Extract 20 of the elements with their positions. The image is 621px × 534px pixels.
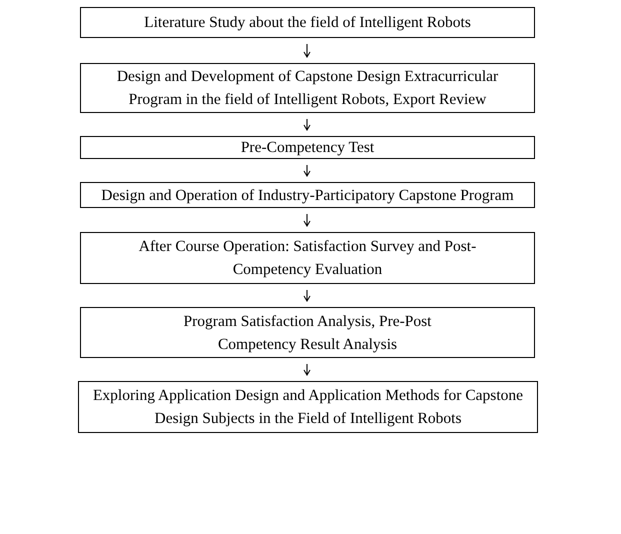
arrow (304, 290, 310, 302)
step-text: Exploring Application Design and Application Methods for Capstone Design Subjects in the Field of Intelligent Robots (92, 386, 524, 429)
step-text: After Course Operation: Satisfaction Survey and Post-Competency Evaluation (138, 237, 478, 280)
process-box (80, 307, 535, 358)
process-box (80, 7, 535, 38)
arrow (304, 364, 310, 376)
process-box (80, 63, 535, 113)
step-text: Design and Operation of Industry-Participatory Capstone Program (101, 186, 514, 206)
step-text: Design and Development of Capstone Design Extracurricular Program in the field of Intelligent Robots, Export Review (116, 67, 500, 110)
arrow (304, 164, 310, 176)
process-box (80, 136, 535, 159)
process-box (80, 232, 535, 284)
process-box (80, 182, 535, 208)
process-box (78, 381, 538, 433)
step-text: Literature Study about the field of Intelligent Robots (144, 13, 471, 33)
step-text: Pre-Competency Test (240, 138, 374, 158)
arrow (304, 214, 310, 226)
arrow (304, 118, 310, 130)
step-text: Program Satisfaction Analysis, Pre-Post Competency Result Analysis (182, 312, 432, 354)
arrow (304, 44, 310, 58)
